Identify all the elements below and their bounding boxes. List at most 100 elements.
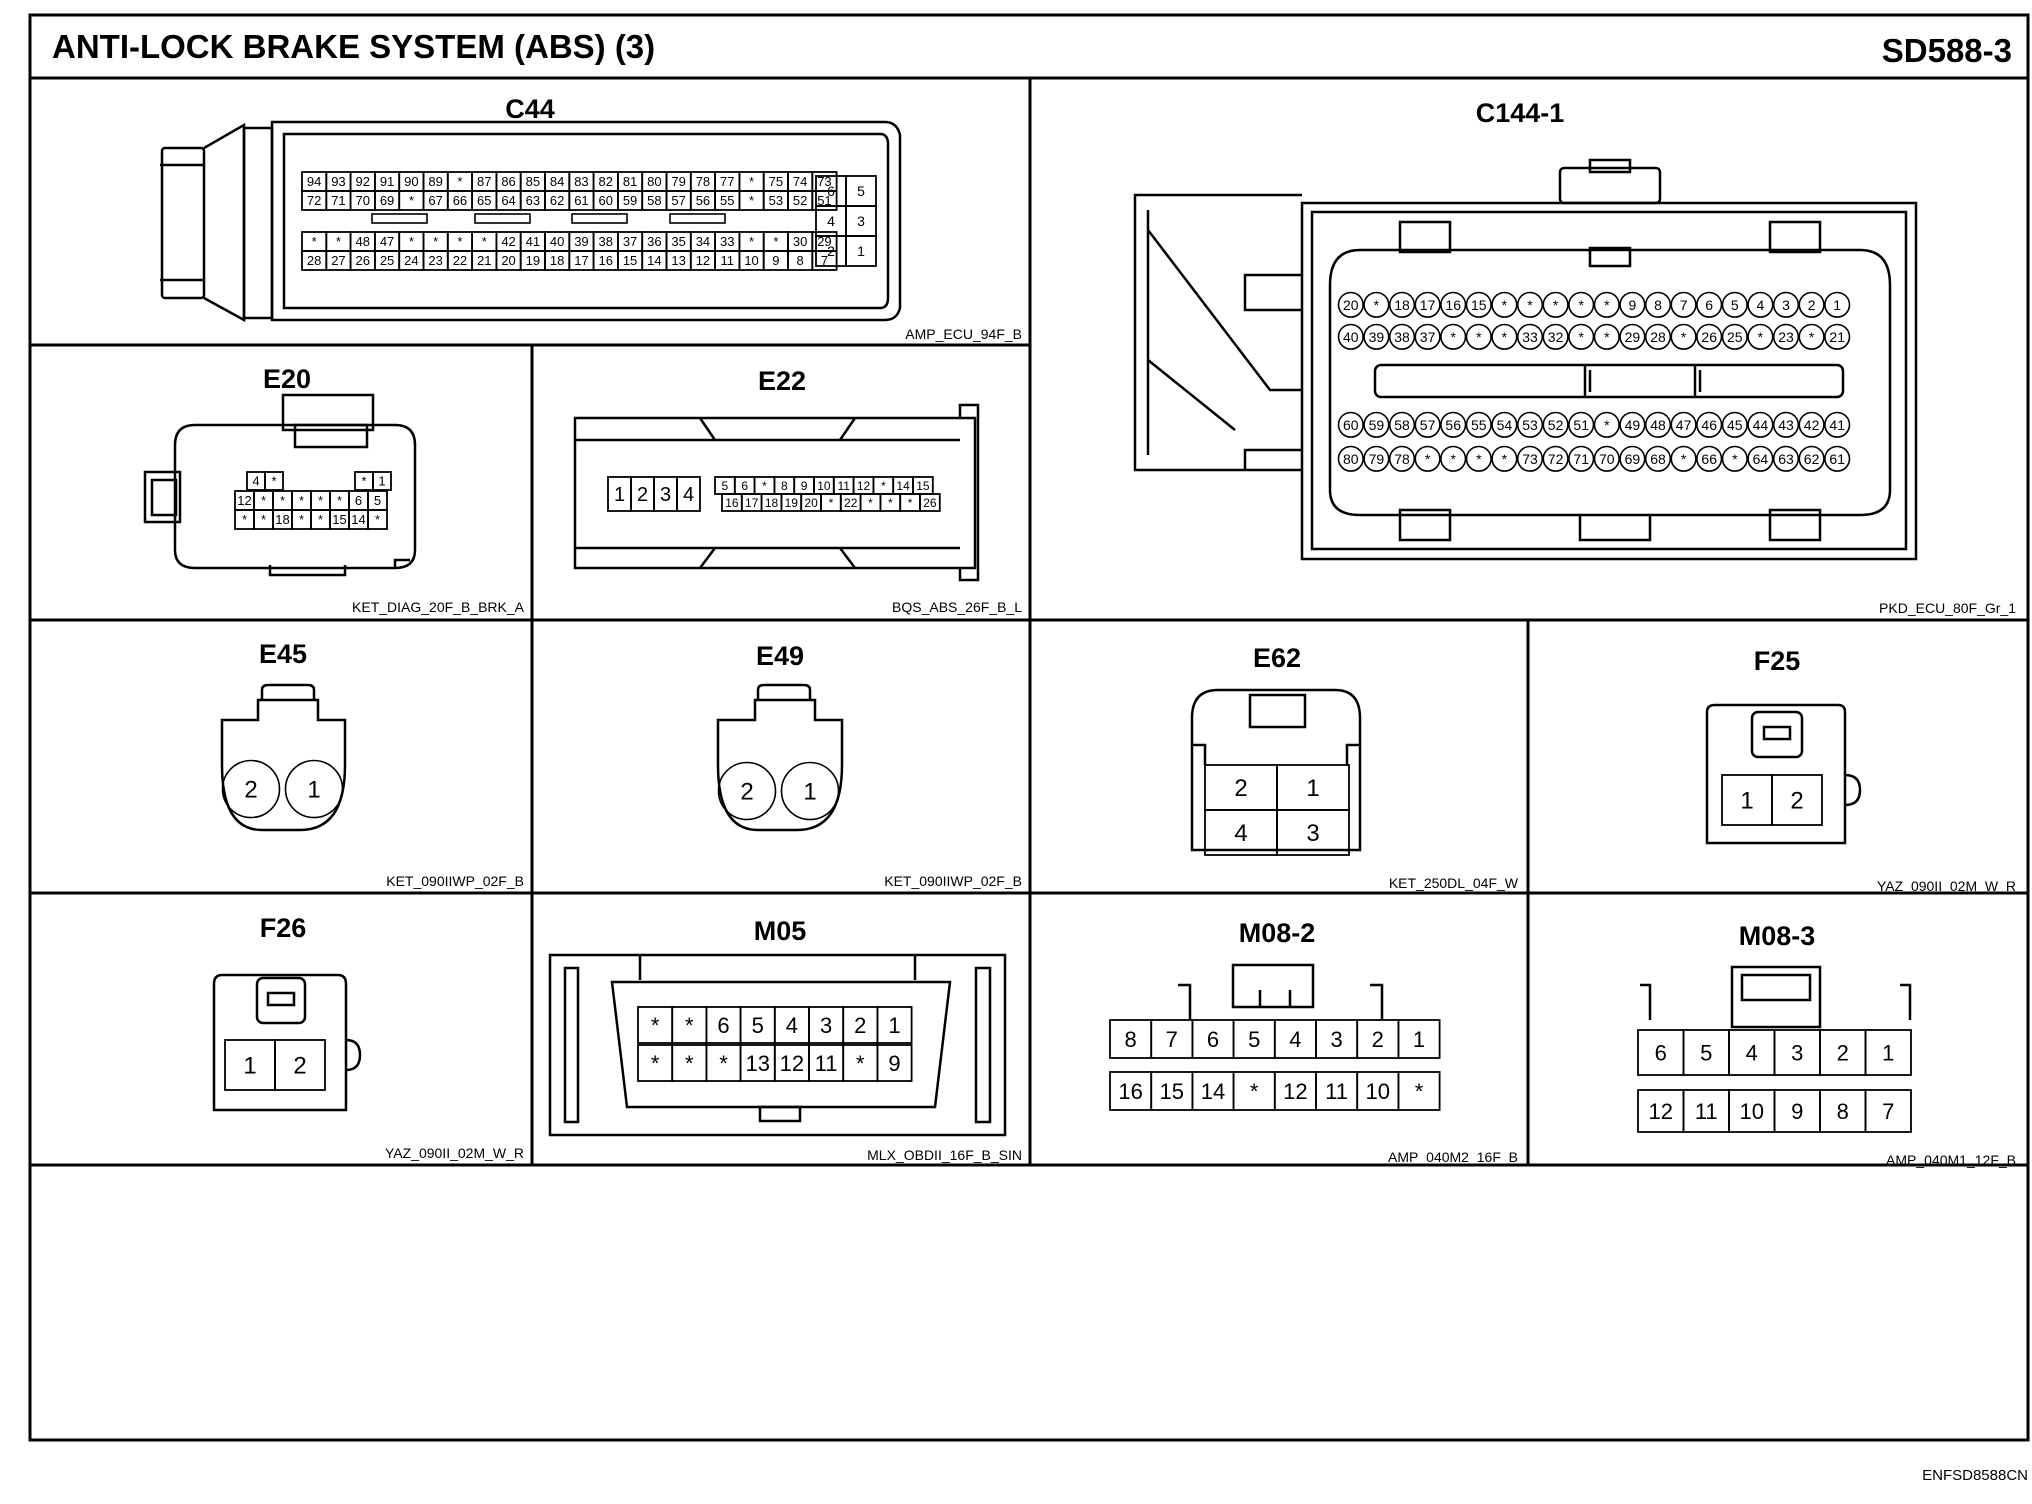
c44-pin: 90 [398, 171, 425, 192]
m05-pin: 3 [808, 1006, 845, 1044]
e22-pin: 12 [852, 476, 875, 495]
pin-label: * [1527, 297, 1533, 313]
c144-pin: 64 [1747, 445, 1774, 472]
c44-pin: 65 [471, 190, 498, 211]
c144-pin: 56 [1440, 411, 1467, 438]
c144-pin: 48 [1644, 411, 1672, 438]
c144-pin: * [1670, 323, 1697, 350]
connector-body-c144-1 [1133, 158, 1918, 561]
pin-label: * [651, 1013, 660, 1038]
pin-label: 2 [1808, 297, 1816, 313]
pin-label: 65 [477, 193, 491, 208]
pin-label: * [433, 234, 438, 249]
pin-label: 36 [647, 234, 661, 249]
c44-pin: 91 [373, 171, 401, 192]
c144-pin: * [1465, 445, 1492, 472]
pin-label: 1 [1306, 775, 1319, 802]
pin-label: 91 [380, 174, 394, 189]
c144-pin: 63 [1772, 445, 1800, 472]
pin-label: 77 [720, 174, 734, 189]
c44-pin: 66 [446, 190, 473, 211]
pin-label: 2 [1234, 775, 1247, 802]
part-label-m05: MLX_OBDII_16F_B_SIN [867, 1147, 1022, 1163]
e22-pin: 26 [919, 493, 941, 512]
e20-pin: * [253, 509, 274, 530]
c44-pin: 36 [641, 231, 668, 252]
c44-pin: * [446, 231, 473, 252]
c44-side-pin: 1 [845, 235, 877, 267]
c144-pin: 71 [1568, 445, 1595, 472]
c144-pin: 66 [1696, 445, 1723, 472]
pin-label: 8 [1124, 1027, 1136, 1052]
c144-pin: * [1568, 291, 1595, 318]
c44-pin: 82 [592, 171, 619, 192]
c44-pin: 48 [349, 231, 376, 252]
e20-pin: * [272, 490, 293, 511]
pin-label: 72 [1548, 451, 1564, 467]
e22-large-pin: 3 [653, 476, 678, 512]
pin-label: 11 [1695, 1099, 1718, 1124]
pin-label: 4 [1234, 820, 1247, 847]
pin-label: 92 [356, 174, 370, 189]
pin-label: * [762, 479, 767, 493]
pin-label: 9 [801, 479, 808, 493]
c144-pin: 32 [1542, 323, 1569, 350]
pin-label: * [280, 493, 285, 508]
part-label-e49: KET_090IIWP_02F_B [884, 873, 1022, 889]
pin-label: 78 [696, 174, 710, 189]
pin-label: 7 [821, 253, 828, 268]
c44-pin: 79 [665, 171, 692, 192]
pin-label: 6 [827, 183, 835, 199]
e22-pin: * [753, 476, 776, 495]
pin-label: * [1425, 451, 1431, 467]
c44-pin: 19 [519, 250, 546, 271]
pin-label: 17 [745, 496, 759, 510]
m08-2-pin: 6 [1191, 1019, 1235, 1059]
e45-pin: 2 [221, 759, 281, 819]
pin-label: * [1578, 329, 1584, 345]
pin-label: * [1415, 1079, 1424, 1104]
c44-pin: * [422, 231, 449, 252]
pin-label: * [409, 234, 414, 249]
pin-label: 9 [1629, 297, 1637, 313]
c44-pin: 93 [325, 171, 352, 192]
m05-pin: * [671, 1006, 708, 1044]
c144-pin: 44 [1747, 411, 1774, 438]
c144-pin: 6 [1696, 291, 1723, 318]
c144-pin: 47 [1670, 411, 1697, 438]
pin-label: 69 [380, 193, 394, 208]
pin-label: * [1476, 329, 1482, 345]
pin-label: 49 [1625, 417, 1641, 433]
pin-label: 1 [888, 1013, 900, 1038]
c44-pin: 21 [471, 250, 498, 271]
pin-label: 7 [1680, 297, 1688, 313]
pin-label: 5 [1700, 1040, 1712, 1065]
c144-pin: 45 [1721, 411, 1748, 438]
pin-label: 29 [1625, 329, 1641, 345]
c144-pin: 37 [1414, 323, 1441, 350]
c44-pin: 89 [422, 171, 449, 192]
pin-label: * [856, 1051, 865, 1076]
pin-label: 23 [1778, 329, 1794, 345]
pin-label: 4 [827, 213, 835, 229]
e20-pin: * [329, 490, 350, 511]
c44-pin: 30 [787, 231, 814, 252]
pin-label: * [1502, 451, 1508, 467]
pin-label: 3 [1782, 297, 1790, 313]
pin-label: 93 [331, 174, 345, 189]
pin-label: 26 [923, 496, 937, 510]
e22-pin: * [820, 493, 842, 512]
pin-label: 15 [916, 479, 930, 493]
c44-pin: 34 [689, 231, 716, 252]
pin-label: 61 [574, 193, 588, 208]
c44-pin: 41 [519, 231, 546, 252]
pin-label: * [409, 193, 414, 208]
pin-label: 57 [1420, 417, 1436, 433]
pin-label: 2 [1790, 788, 1803, 815]
c144-pin: 23 [1772, 323, 1800, 350]
pin-label: 67 [428, 193, 442, 208]
c44-pin: 40 [544, 231, 571, 252]
c144-pin: * [1542, 291, 1569, 318]
m08-3-pin: 3 [1773, 1029, 1821, 1076]
